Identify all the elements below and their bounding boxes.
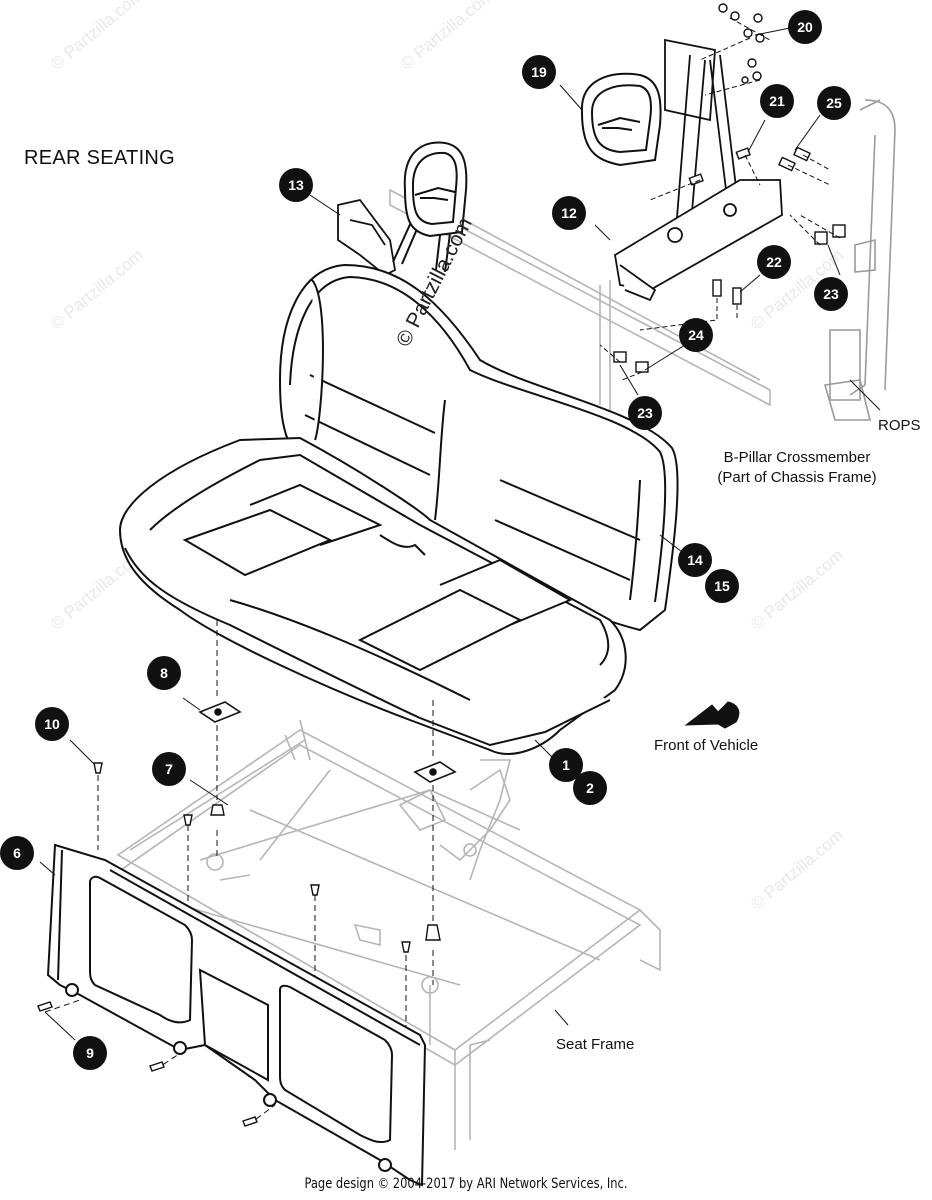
callout-22[interactable]: 22 bbox=[757, 245, 791, 279]
callout-23-right[interactable]: 23 bbox=[814, 277, 848, 311]
callout-13[interactable]: 13 bbox=[279, 168, 313, 202]
assembly-guides bbox=[44, 620, 434, 1126]
callout-10[interactable]: 10 bbox=[35, 707, 69, 741]
callout-23-left[interactable]: 23 bbox=[628, 396, 662, 430]
callout-21[interactable]: 21 bbox=[760, 84, 794, 118]
seat-pads bbox=[198, 701, 457, 783]
callout-7[interactable]: 7 bbox=[152, 752, 186, 786]
callout-12[interactable]: 12 bbox=[552, 196, 586, 230]
callout-19[interactable]: 19 bbox=[522, 55, 556, 89]
b-pillar-label: B-Pillar Crossmember (Part of Chassis Fr… bbox=[702, 448, 892, 488]
front-arrow-icon bbox=[684, 701, 740, 729]
callout-15[interactable]: 15 bbox=[705, 569, 739, 603]
headrest-right bbox=[580, 72, 662, 167]
callout-leaders bbox=[39, 27, 881, 1041]
callout-14[interactable]: 14 bbox=[678, 543, 712, 577]
callout-2[interactable]: 2 bbox=[573, 771, 607, 805]
copyright-footer: Page design © 2004-2017 by ARI Network S… bbox=[304, 1176, 628, 1192]
front-of-vehicle-label: Front of Vehicle bbox=[654, 737, 759, 754]
b-pillar-label-line2: (Part of Chassis Frame) bbox=[717, 469, 877, 486]
bolts bbox=[613, 3, 846, 373]
seat-frame bbox=[116, 719, 661, 1150]
rear-panel bbox=[46, 843, 427, 1187]
rops-bar bbox=[823, 99, 896, 421]
callout-20[interactable]: 20 bbox=[788, 10, 822, 44]
seat-bottom bbox=[118, 436, 627, 755]
callout-25[interactable]: 25 bbox=[817, 86, 851, 120]
headrest-bracket bbox=[614, 38, 783, 302]
page-title: REAR SEATING bbox=[24, 147, 176, 169]
seat-frame-label: Seat Frame bbox=[556, 1036, 635, 1053]
callout-24[interactable]: 24 bbox=[679, 318, 713, 352]
b-pillar-label-line1: B-Pillar Crossmember bbox=[723, 449, 871, 466]
callout-8[interactable]: 8 bbox=[147, 656, 181, 690]
fasteners bbox=[37, 762, 441, 1127]
hinge-bracket-13 bbox=[337, 198, 396, 277]
rops-label: ROPS bbox=[878, 417, 921, 434]
seat-back bbox=[278, 141, 679, 632]
callout-9[interactable]: 9 bbox=[73, 1036, 107, 1070]
callout-6[interactable]: 6 bbox=[0, 836, 34, 870]
dashed-leaders bbox=[599, 17, 841, 381]
